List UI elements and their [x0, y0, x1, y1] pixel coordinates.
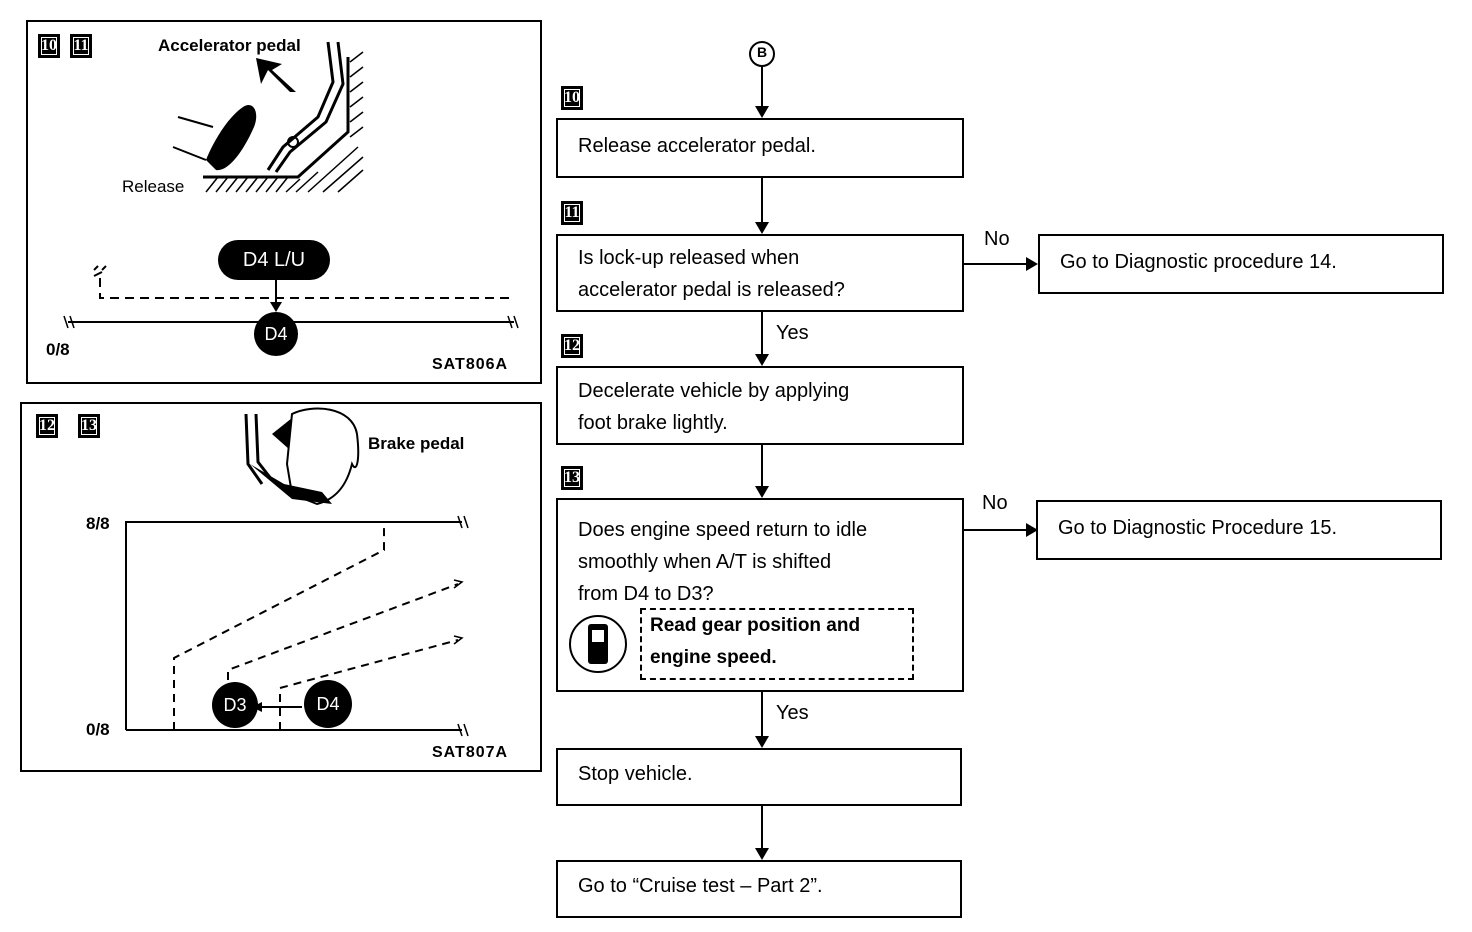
- brake-pedal-illustration: [244, 407, 360, 506]
- step-badge-11: 11: [70, 34, 92, 58]
- step-badge-12: 12: [561, 334, 583, 358]
- accelerator-pedal-illustration: [172, 41, 364, 193]
- lockup-label-pill: D4 L/U: [218, 240, 330, 280]
- step-badge-13: 13: [78, 414, 100, 438]
- note-line-1: Read gear position and: [650, 615, 861, 636]
- accelerator-pedal-label: Accelerator pedal: [158, 36, 301, 55]
- step-12-box: Decelerate vehicle by applying foot brak…: [556, 366, 964, 445]
- branch-11-box: Go to Diagnostic procedure 14.: [1038, 234, 1444, 294]
- step-11-line-2: accelerator pedal is released?: [578, 279, 845, 301]
- lockup-chart-lines: [63, 265, 519, 329]
- gear-d4-marker: D4: [254, 312, 298, 356]
- no-label-13: No: [982, 492, 1008, 514]
- branch-11-text: Go to Diagnostic procedure 14.: [1060, 251, 1337, 273]
- branch-13-text: Go to Diagnostic Procedure 15.: [1058, 517, 1338, 539]
- figure-code: SAT807A: [432, 744, 509, 761]
- brake-decel-panel: 12 13 Brake pedal 8/8 0/8 D3 D4 SAT807A: [20, 402, 542, 772]
- step-13-line-3: from D4 to D3?: [578, 583, 714, 605]
- connector-b: B: [756, 44, 768, 60]
- step-badge-11: 11: [561, 201, 583, 225]
- step-badge-10: 10: [561, 86, 583, 110]
- step-13-line-1: Does engine speed return to idle: [578, 519, 868, 541]
- branch-13-box: Go to Diagnostic Procedure 15.: [1036, 500, 1442, 560]
- gear-d4-marker: D4: [304, 680, 352, 728]
- step-12-line-2: foot brake lightly.: [578, 412, 728, 434]
- step-badge-12: 12: [36, 414, 58, 438]
- step-badge-10: 10: [38, 34, 60, 58]
- stop-vehicle-text: Stop vehicle.: [578, 763, 693, 785]
- brake-pedal-label: Brake pedal: [368, 434, 465, 453]
- cruise-test-box: Go to “Cruise test – Part 2”.: [556, 860, 962, 918]
- read-gear-note: Read gear position and engine speed.: [640, 608, 914, 680]
- step-10-box: Release accelerator pedal.: [556, 118, 964, 178]
- scale-max-label: 8/8: [86, 514, 110, 533]
- yes-label-11: Yes: [776, 322, 809, 344]
- step-13-line-2: smoothly when A/T is shifted: [578, 551, 832, 573]
- scale-min-label: 0/8: [86, 720, 110, 739]
- release-label: Release: [122, 177, 185, 196]
- cruise-test-text: Go to “Cruise test – Part 2”.: [578, 875, 823, 897]
- step-10-text: Release accelerator pedal.: [578, 135, 816, 157]
- step-badge-13: 13: [561, 466, 583, 490]
- step-11-line-1: Is lock-up released when: [578, 247, 800, 269]
- step-13-box: Does engine speed return to idle smoothl…: [556, 498, 964, 692]
- gear-d3-marker: D3: [212, 682, 258, 728]
- note-line-2: engine speed.: [650, 647, 777, 668]
- step-12-line-1: Decelerate vehicle by applying: [578, 380, 850, 402]
- accelerator-release-panel: 10 11 Accelerator pedal Release D4 L/: [26, 20, 542, 384]
- yes-label-13: Yes: [776, 702, 809, 724]
- stop-vehicle-box: Stop vehicle.: [556, 748, 962, 806]
- scale-min-label: 0/8: [46, 340, 70, 359]
- figure-code: SAT806A: [432, 356, 509, 373]
- no-label-11: No: [984, 228, 1010, 250]
- step-11-box: Is lock-up released when accelerator ped…: [556, 234, 964, 312]
